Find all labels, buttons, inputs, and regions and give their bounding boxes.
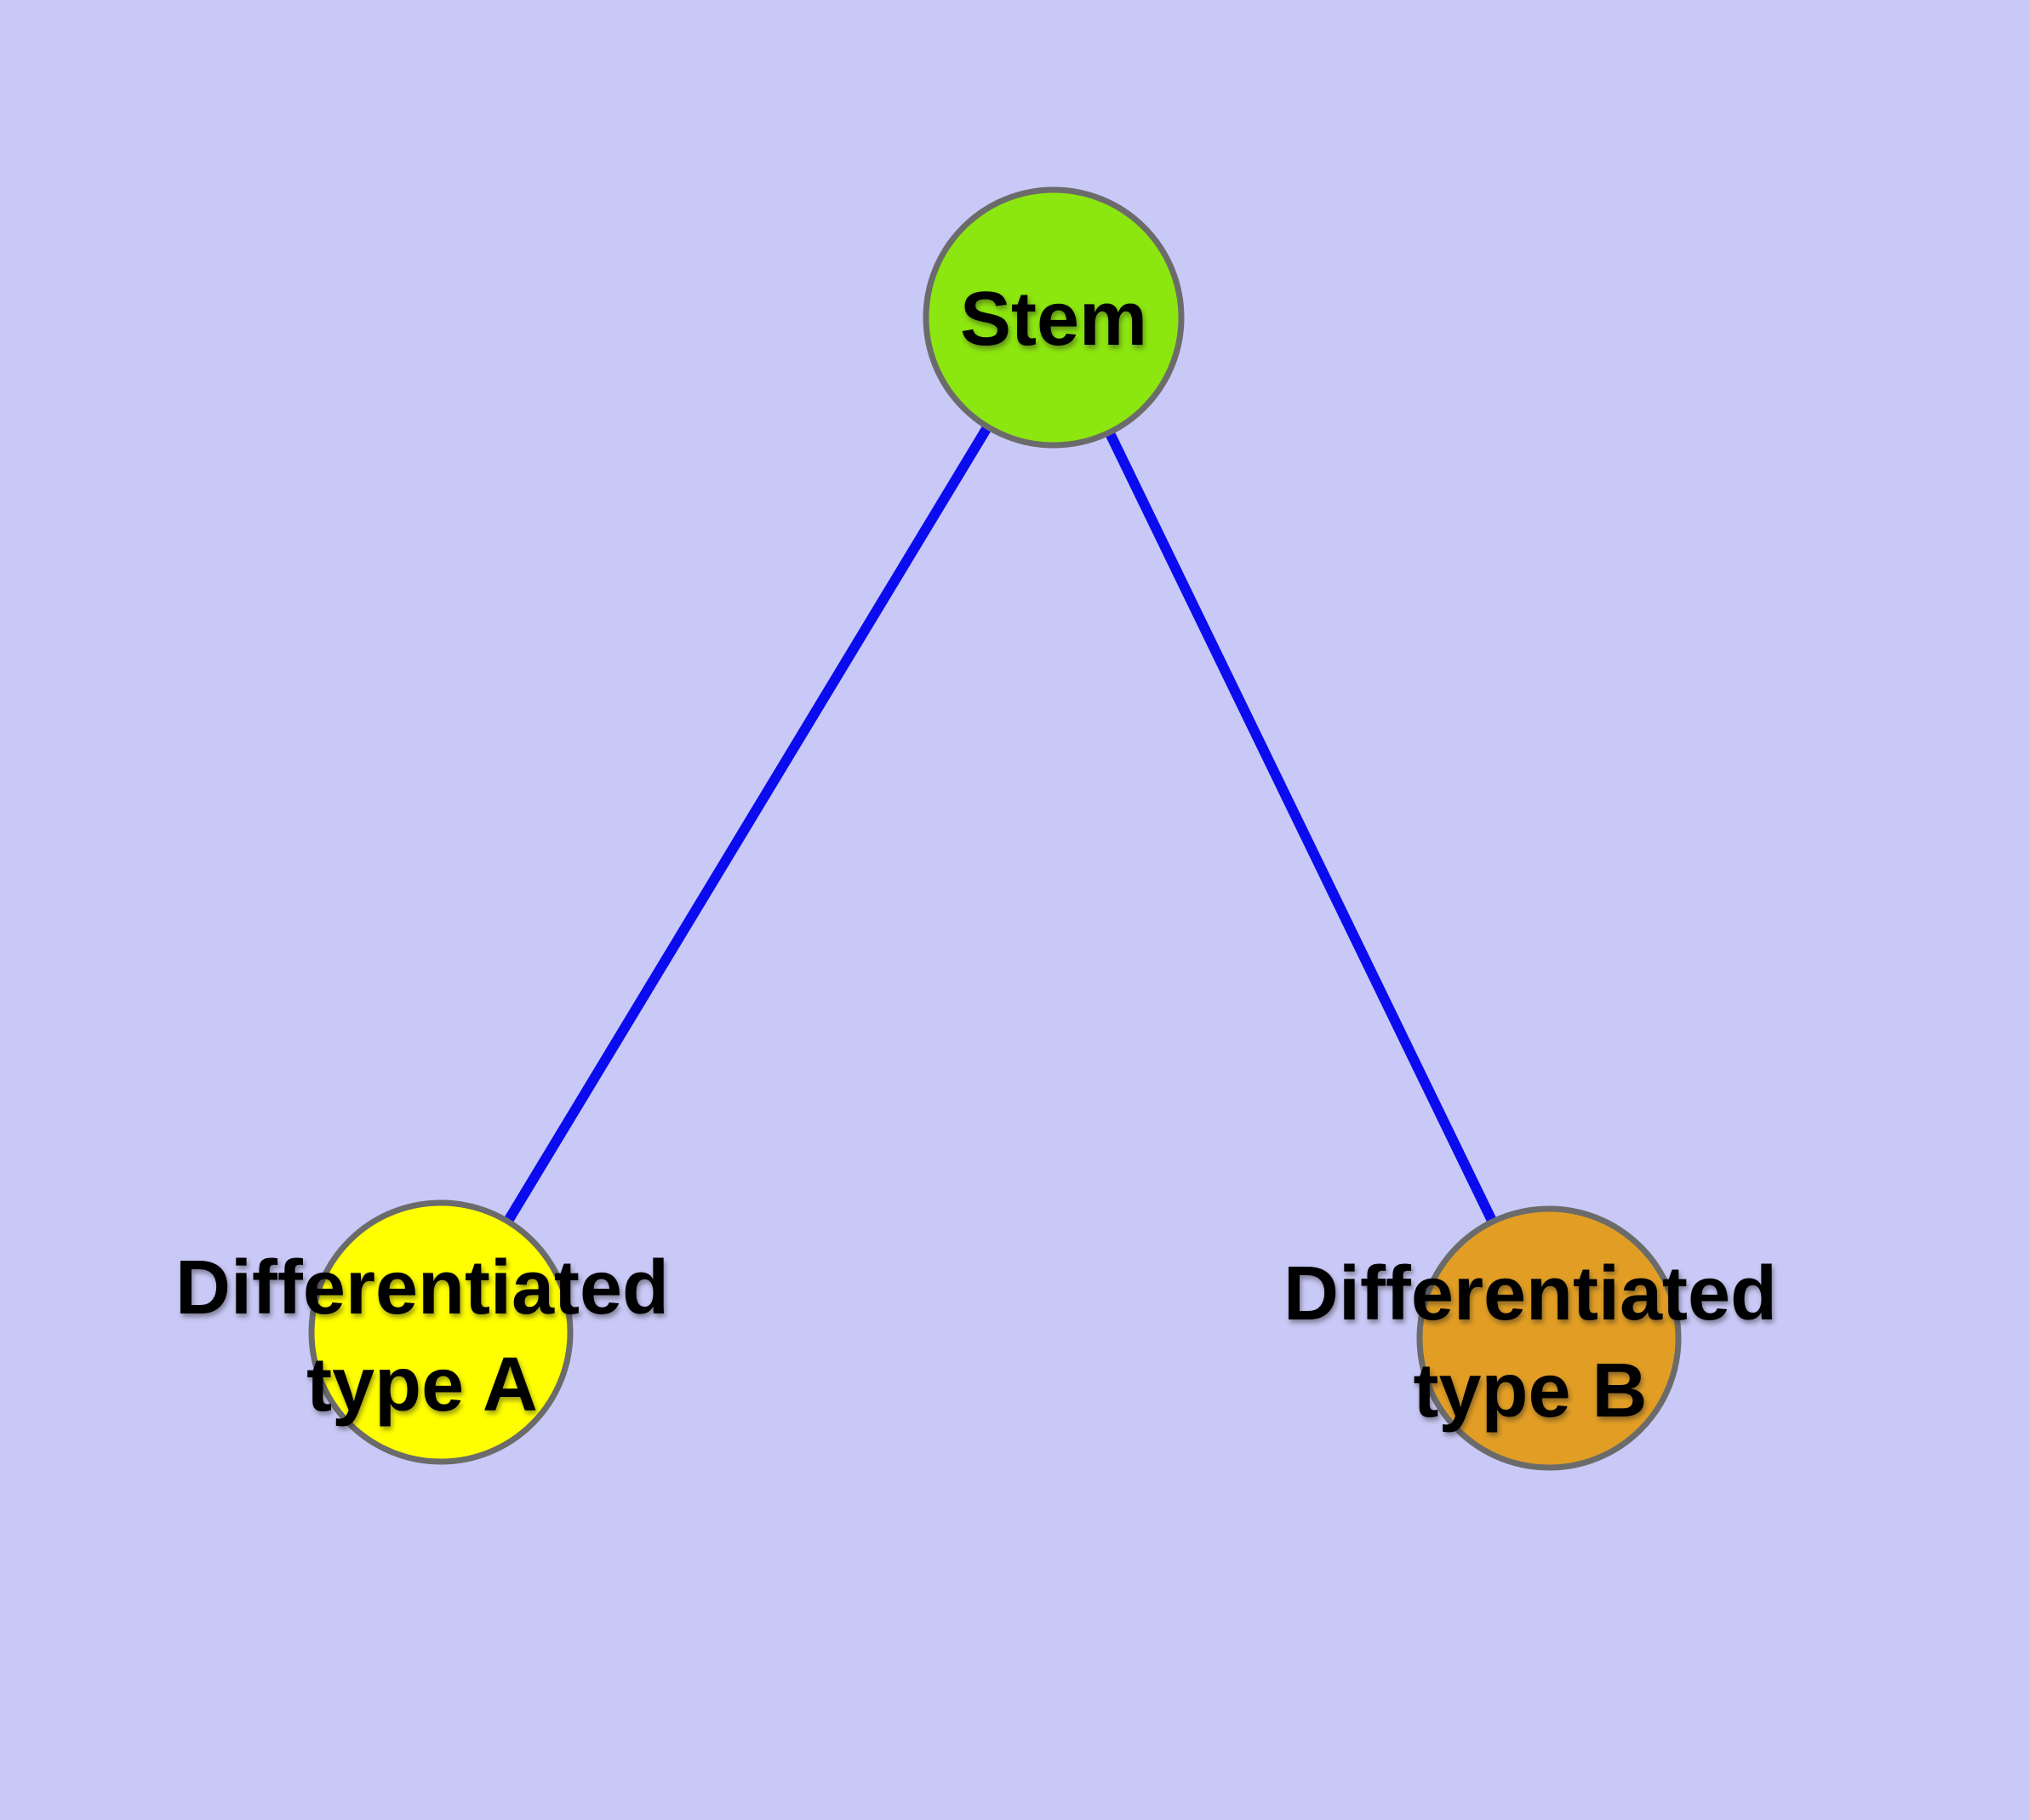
node-type-a-label-line2: type A [306, 1342, 538, 1428]
node-type-b-label-line1: Differentiated [1283, 1251, 1777, 1336]
node-type-a-label-line1: Differentiated [175, 1245, 669, 1331]
node-type-b-label-line2: type B [1413, 1348, 1647, 1434]
node-differentiated-type-a [308, 1199, 574, 1465]
edge-stem-to-type-a [436, 314, 1059, 1336]
edge-stem-to-type-b [1049, 315, 1554, 1341]
node-stem [923, 186, 1185, 449]
node-differentiated-type-b [1416, 1205, 1682, 1471]
node-stem-label: Stem [960, 277, 1147, 362]
